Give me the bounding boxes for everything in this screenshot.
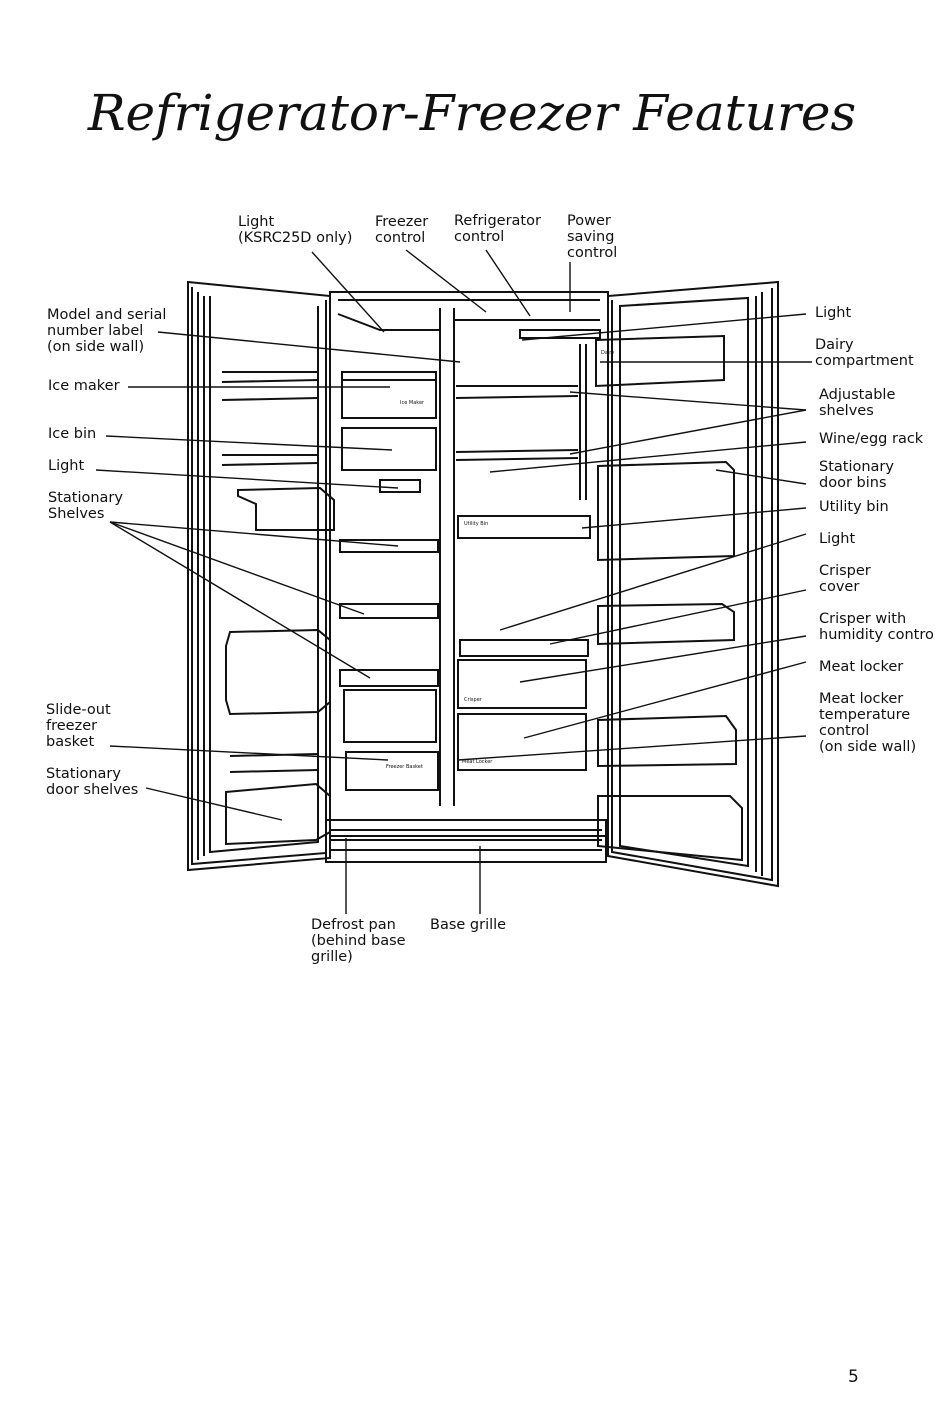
- label-defrost-pan: Defrost pan (behind base grille): [311, 917, 406, 965]
- label-light-freezer: Light: [48, 458, 85, 474]
- inner-label-meat-locker: Meat Locker: [462, 759, 493, 765]
- inner-label-ice-maker: Ice Maker: [400, 400, 425, 406]
- label-wine-egg-rack: Wine/egg rack: [819, 431, 924, 447]
- label-crisper-cover: Crisper cover: [819, 563, 871, 595]
- inner-label-crisper: Crisper: [464, 697, 482, 703]
- label-ice-maker: Ice maker: [48, 378, 120, 394]
- label-base-grille: Base grille: [430, 917, 507, 933]
- label-slide-out-basket: Slide-out freezer basket: [46, 702, 111, 750]
- leader-lines: [95, 249, 812, 914]
- right-door: [579, 280, 779, 888]
- inner-label-utility-bin: Utility Bin: [464, 521, 489, 527]
- inner-label-dairy: Dairy: [601, 350, 615, 356]
- cabinet: [325, 291, 609, 863]
- label-stationary-door-shelves: Stationary door shelves: [46, 766, 139, 798]
- label-utility-bin: Utility bin: [819, 499, 889, 515]
- label-model-serial: Model and serial number label (on side w…: [47, 307, 167, 355]
- label-meat-locker: Meat locker: [819, 659, 904, 675]
- label-stationary-door-bins: Stationary door bins: [819, 459, 894, 491]
- label-dairy-compartment: Dairy compartment: [815, 337, 914, 369]
- page-title: Refrigerator-Freezer Features: [87, 84, 857, 142]
- label-light-right-mid: Light: [819, 531, 856, 547]
- label-meat-locker-temp: Meat locker temperature control (on side…: [819, 691, 917, 755]
- label-adjustable-shelves: Adjustable shelves: [819, 387, 896, 419]
- label-freezer-control: Freezer control: [375, 214, 429, 246]
- label-crisper-humidity: Crisper with humidity contro: [819, 611, 934, 643]
- label-power-saving-control: Power saving control: [567, 213, 618, 261]
- label-light-top: Light (KSRC25D only): [238, 214, 353, 246]
- label-ice-bin: Ice bin: [48, 426, 97, 442]
- inner-label-freezer-basket: Freezer Basket: [386, 764, 423, 770]
- label-refrigerator-control: Refrigerator control: [454, 213, 541, 245]
- label-stationary-shelves: Stationary Shelves: [48, 490, 123, 522]
- page-number: 5: [848, 1367, 859, 1387]
- label-light-right-top: Light: [815, 305, 852, 321]
